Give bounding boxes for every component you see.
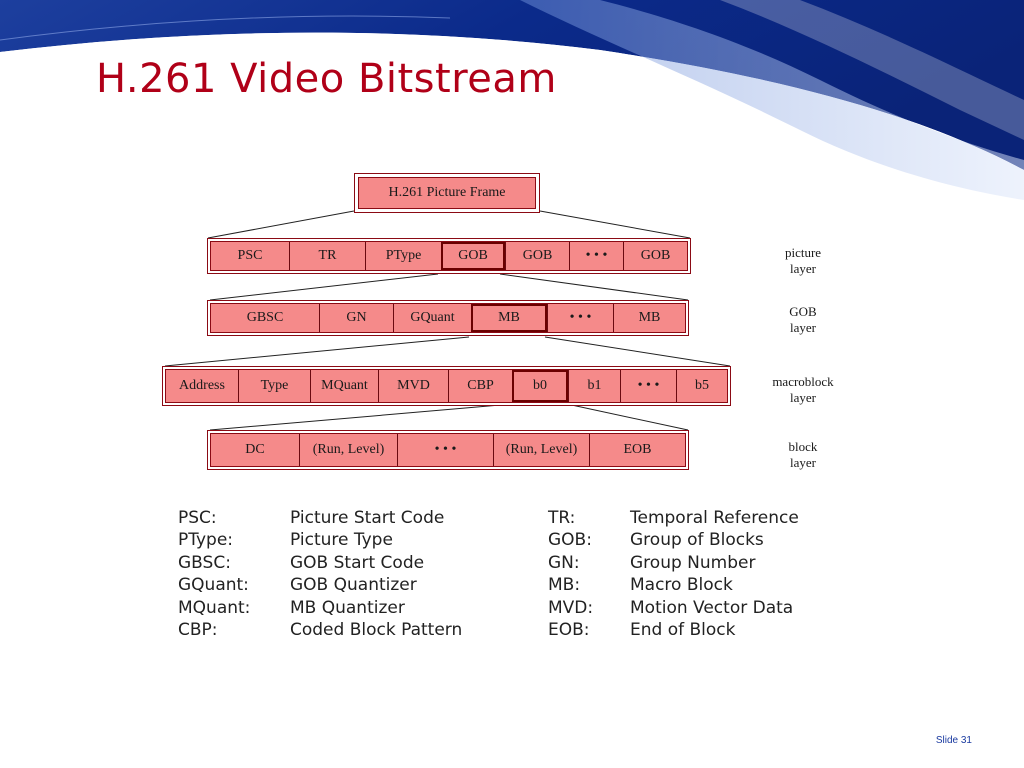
legend-abbr: GQuant: [178,575,249,596]
cell-gob: GOB [505,242,569,270]
legend-desc: Picture Type [290,530,393,551]
legend-item: GQuant: GOB Quantizer [178,574,462,596]
legend-desc: Picture Start Code [290,508,445,528]
block-layer-row: DC (Run, Level) • • • (Run, Level) EOB [207,430,689,470]
layer-label-line2: layer [790,320,816,335]
cell-ellipsis: • • • [569,242,623,270]
layer-label-line2: layer [790,455,816,470]
cell-gob-last: GOB [623,242,687,270]
legend-item: TR: Temporal Reference [548,507,799,529]
cell-gbsc: GBSC [246,310,284,325]
cell-ellipsis: • • • [620,370,676,402]
legend-item: CBP: Coded Block Pattern [178,619,462,641]
cell-gquant: GQuant [393,304,471,332]
cell-address: Address [179,378,225,393]
cell-gob-highlighted: GOB [441,242,505,270]
legend-abbr: TR: [548,508,576,528]
cell-mvd: MVD [378,370,448,402]
legend-desc: Group of Blocks [630,530,764,551]
legend-item: MB: Macro Block [548,574,799,596]
cell-b1: b1 [568,370,620,402]
legend-abbr: GOB: [548,530,592,551]
legend-abbr: MB: [548,575,581,596]
legend-item: MVD: Motion Vector Data [548,597,799,619]
cell-type: Type [238,370,310,402]
legend-item: PType: Picture Type [178,529,462,551]
slide-number: Slide 31 [935,735,972,746]
legend-desc: End of Block [630,619,736,640]
legend-abbr: GN: [548,552,580,573]
legend-desc: GOB Quantizer [290,575,417,596]
layer-label-line1: GOB [789,304,817,319]
cell-ellipsis: • • • [547,304,613,332]
cell-mb-last: MB [613,304,685,332]
cell-b5: b5 [676,370,727,402]
legend-desc: Macro Block [630,575,733,596]
cell-gn: GN [319,304,393,332]
legend-desc: Coded Block Pattern [290,619,463,640]
legend-desc: Motion Vector Data [630,597,794,618]
cell-ptype: PType [365,242,441,270]
picture-frame-box: H.261 Picture Frame [354,173,540,213]
picture-layer-row: PSC TR PType GOB GOB • • • GOB [207,238,691,274]
cell-b0-highlighted: b0 [512,370,568,402]
cell-mquant: MQuant [310,370,378,402]
legend-item: PSC: Picture Start Code [178,507,462,529]
legend-abbr: GBSC: [178,552,231,573]
layer-label-line2: layer [790,261,816,276]
cell-cbp: CBP [448,370,512,402]
legend-abbr: PType: [178,530,234,551]
layer-label-line1: block [788,439,818,454]
picture-frame-label: H.261 Picture Frame [358,177,536,209]
cell-eob: EOB [589,434,685,466]
legend-left: PSC: Picture Start Code PType: Picture Typ… [178,507,462,641]
legend-desc: Temporal Reference [630,508,799,528]
legend-item: MQuant: MB Quantizer [178,597,462,619]
slide-title: H.261 Video Bitstream [96,56,557,102]
macroblock-layer-row: Address Type MQuant MVD CBP b0 b1 • • • … [162,366,731,406]
legend-abbr: MQuant: [178,597,251,618]
block-layer-label: block layer [763,439,843,471]
gob-layer-row: GBSC GN GQuant MB • • • MB [207,300,689,336]
macroblock-layer-label: macroblock layer [763,374,843,406]
layer-label-line1: picture [784,245,822,260]
legend-abbr: PSC: [178,508,217,528]
legend-desc: MB Quantizer [290,597,405,618]
legend-item: GOB: Group of Blocks [548,529,799,551]
legend-item: EOB: End of Block [548,619,799,641]
cell-run-level-2: (Run, Level) [493,434,589,466]
cell-ellipsis: • • • [397,434,493,466]
picture-layer-label: picture layer [763,245,843,277]
cell-tr: TR [289,242,365,270]
legend-abbr: MVD: [548,597,594,618]
legend-item: GBSC: GOB Start Code [178,552,462,574]
legend-item: GN: Group Number [548,552,799,574]
legend-desc: Group Number [630,552,756,573]
cell-psc: PSC [237,248,263,263]
layer-label-line2: layer [790,390,816,405]
cell-run-level: (Run, Level) [299,434,397,466]
legend-abbr: EOB: [548,619,590,640]
legend-desc: GOB Start Code [290,552,425,573]
gob-layer-label: GOB layer [763,304,843,336]
legend-abbr: CBP: [178,619,218,640]
cell-dc: DC [245,442,265,457]
cell-mb-highlighted: MB [471,304,547,332]
legend-right: TR: Temporal Reference GOB: Group of Block… [548,507,799,641]
layer-label-line1: macroblock [772,374,834,389]
